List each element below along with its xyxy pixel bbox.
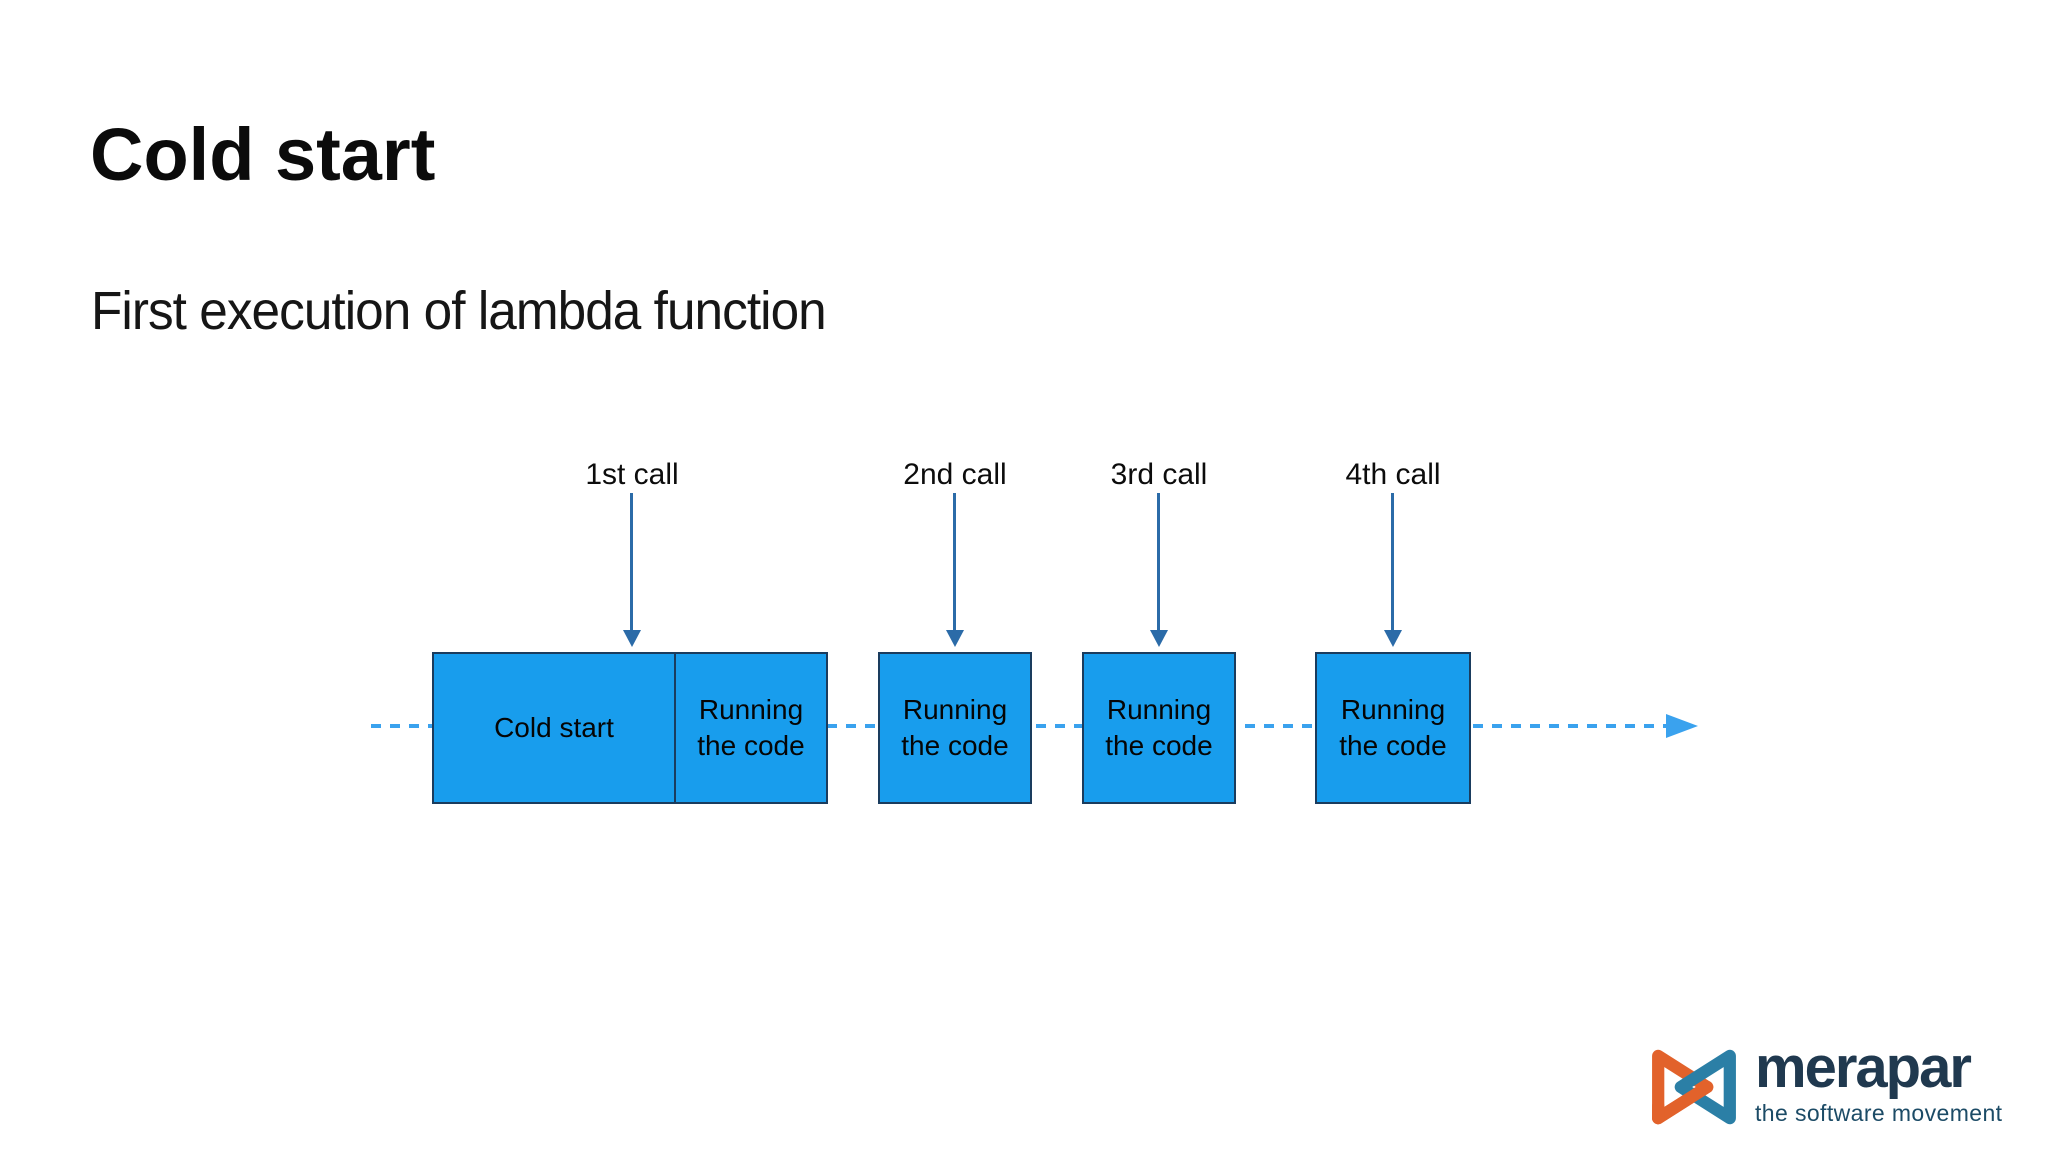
execution-block-1: Cold start Running the code: [432, 652, 828, 804]
call-arrow-4-shaft: [1391, 493, 1394, 630]
page-subtitle: First execution of lambda function: [91, 281, 827, 341]
page-title: Cold start: [90, 113, 436, 196]
call-label-3rd: 3rd call: [1110, 458, 1208, 491]
call-label-1st: 1st call: [585, 458, 679, 491]
call-arrow-2-shaft: [953, 493, 956, 630]
call-arrow-1-head-icon: [623, 630, 641, 647]
merapar-logo: merapar the software movement: [1645, 1035, 2005, 1135]
call-arrow-1-shaft: [630, 493, 633, 630]
merapar-logo-text: merapar the software movement: [1755, 1035, 2003, 1127]
timeline-arrowhead-icon: [1666, 714, 1698, 738]
call-arrow-3-head-icon: [1150, 630, 1168, 647]
running-code-cell-2: Running the code: [901, 693, 1009, 761]
execution-block-2: Running the code: [878, 652, 1032, 804]
merapar-tagline: the software movement: [1755, 1099, 2003, 1126]
running-code-cell-1: Running the code: [697, 693, 805, 761]
call-label-2nd: 2nd call: [903, 458, 1007, 491]
cold-start-cell: Cold start: [434, 654, 676, 802]
running-code-cell-3: Running the code: [1105, 693, 1213, 761]
merapar-logo-icon: [1652, 1049, 1736, 1125]
call-arrow-4-head-icon: [1384, 630, 1402, 647]
call-label-4th: 4th call: [1345, 458, 1441, 491]
call-arrow-3-shaft: [1157, 493, 1160, 630]
call-arrow-2-head-icon: [946, 630, 964, 647]
execution-block-4: Running the code: [1315, 652, 1471, 804]
execution-block-3: Running the code: [1082, 652, 1236, 804]
merapar-wordmark: merapar: [1755, 1035, 1972, 1100]
running-code-cell-4: Running the code: [1339, 693, 1447, 761]
